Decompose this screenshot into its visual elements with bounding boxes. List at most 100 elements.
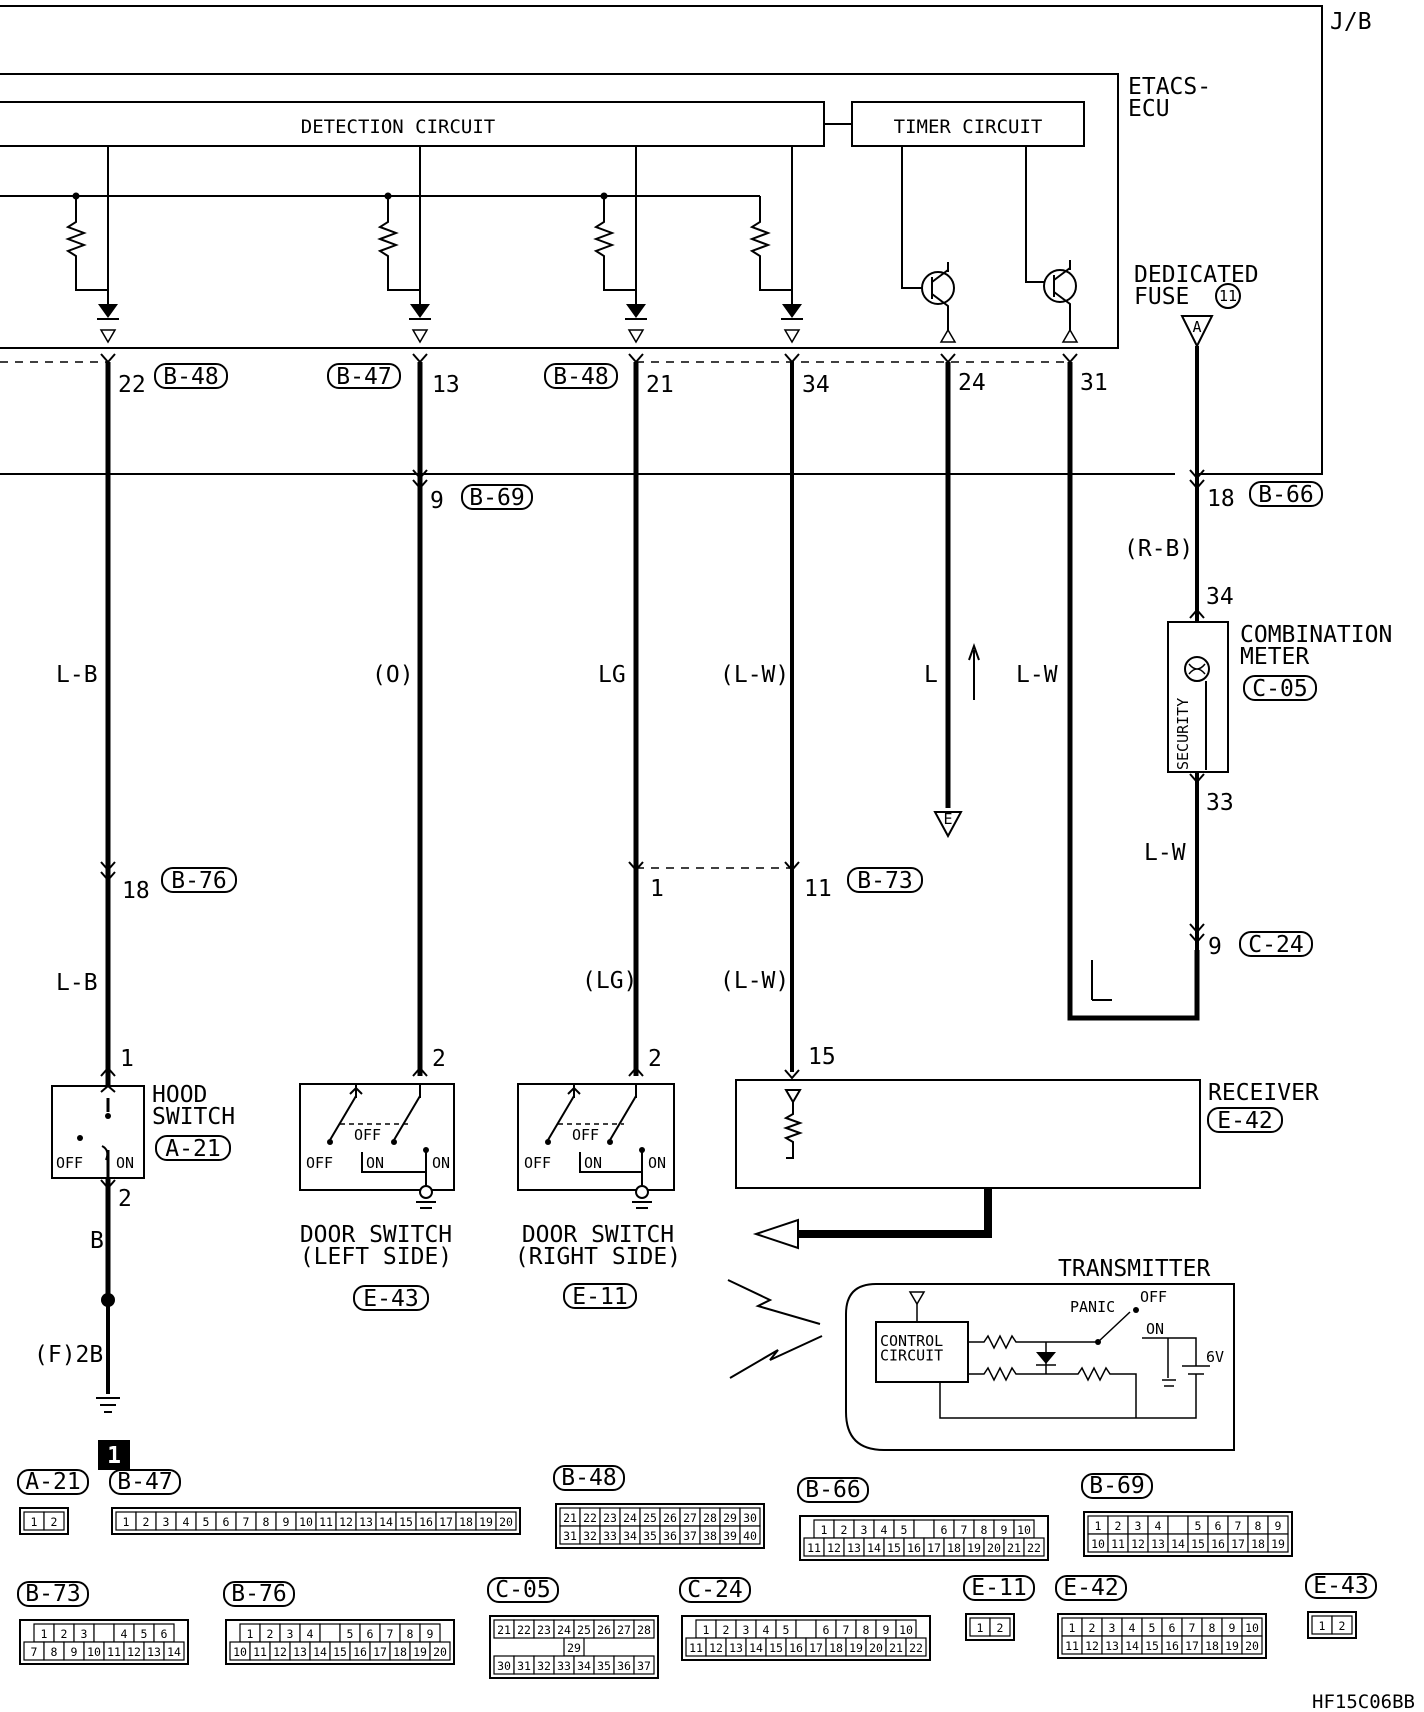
connector-pin: 16 xyxy=(789,1641,803,1655)
panic-label: PANIC xyxy=(1070,1298,1115,1316)
connector-pin: 2 xyxy=(143,1515,150,1529)
hood-switch: 1 OFF ON 2 xyxy=(51,1046,145,1212)
connector-pin: 15 xyxy=(1191,1537,1205,1551)
tag-a-21: A-21 xyxy=(155,1135,231,1162)
connector-pin: 17 xyxy=(809,1641,823,1655)
shield-dashes xyxy=(0,361,1070,869)
connector-pin: 8 xyxy=(1209,1621,1216,1635)
connector-pin: 12 xyxy=(127,1645,141,1659)
connector-pin: 3 xyxy=(287,1627,294,1641)
connector-pin: 32 xyxy=(537,1659,551,1673)
connector-pin: 17 xyxy=(373,1645,387,1659)
connector-pin: 12 xyxy=(1131,1537,1145,1551)
svg-text:B-66: B-66 xyxy=(1258,482,1313,508)
connector-pin: 10 xyxy=(1017,1523,1031,1537)
receiver-label: RECEIVER xyxy=(1208,1080,1319,1106)
connector-pin: 19 xyxy=(967,1541,981,1555)
connector-pin: 19 xyxy=(849,1641,863,1655)
connector-pin: 1 xyxy=(703,1623,710,1637)
connector-pin: 40 xyxy=(743,1529,757,1543)
connector-pin: 1 xyxy=(1095,1519,1102,1533)
connector-pin: 2 xyxy=(1115,1519,1122,1533)
connector-pin: 21 xyxy=(563,1511,577,1525)
tag-b-73: B-73 xyxy=(847,867,923,894)
connector-pin: 24 xyxy=(623,1511,637,1525)
svg-text:C-05: C-05 xyxy=(1252,676,1307,702)
connector-pin: 19 xyxy=(479,1515,493,1529)
connector-pin: 22 xyxy=(517,1623,531,1637)
detection-circuit-label: DETECTION CIRCUIT xyxy=(301,116,495,138)
connector-pin: 21 xyxy=(889,1641,903,1655)
wire-color-r-b: (R-B) xyxy=(1124,536,1193,562)
door-left-on-2: ON xyxy=(432,1154,450,1172)
connector-pin: 16 xyxy=(419,1515,433,1529)
connector-pin: 14 xyxy=(379,1515,393,1529)
connector-pin: 7 xyxy=(1189,1621,1196,1635)
wire-l-w-loop xyxy=(1067,362,1200,1021)
connector-pin: 18 xyxy=(459,1515,473,1529)
connector-pin: 7 xyxy=(843,1623,850,1637)
connector-pin: 19 xyxy=(1225,1639,1239,1653)
connector-pin: 14 xyxy=(1171,1537,1185,1551)
svg-text:B-48: B-48 xyxy=(553,364,608,390)
connector-pin: 10 xyxy=(899,1623,913,1637)
fuse-terminal: A xyxy=(1192,318,1201,336)
connector-pin: 2 xyxy=(267,1627,274,1641)
ground-point-label: (F)2B xyxy=(34,1342,103,1368)
battery-label: 6V xyxy=(1206,1348,1224,1366)
connector-pin: 4 xyxy=(307,1627,314,1641)
connector-pin: 12 xyxy=(709,1641,723,1655)
connector-pin: 20 xyxy=(433,1645,447,1659)
receiver: 15 xyxy=(735,1044,1201,1250)
etacs-ecu-label: ETACS-ECU xyxy=(1128,74,1211,122)
pin-13: 13 xyxy=(432,372,460,398)
radio-wave-icon xyxy=(727,1279,823,1379)
connector-pin: 11 xyxy=(253,1645,267,1659)
connector-pin: 12 xyxy=(827,1541,841,1555)
connector-pin: 6 xyxy=(1169,1621,1176,1635)
pin-24: 24 xyxy=(958,370,986,396)
connector-pin: 8 xyxy=(981,1523,988,1537)
connector-pin: 30 xyxy=(743,1511,757,1525)
connector-pin: 14 xyxy=(867,1541,881,1555)
pin-marks xyxy=(100,353,1205,1190)
connector-pin: 4 xyxy=(1155,1519,1162,1533)
connector-pin: 23 xyxy=(603,1511,617,1525)
connector-pin: 21 xyxy=(497,1623,511,1637)
connector-pin: 37 xyxy=(683,1529,697,1543)
connector-pin: 7 xyxy=(31,1645,38,1659)
connector-pin: 28 xyxy=(703,1511,717,1525)
wire-color-lg-lower: (LG) xyxy=(582,968,637,994)
hood-off-label: OFF xyxy=(56,1154,83,1172)
connector-pin: 18 xyxy=(947,1541,961,1555)
connector-pin: 38 xyxy=(703,1529,717,1543)
connector-id: A-21 xyxy=(25,1469,80,1495)
connector-pin: 20 xyxy=(1245,1639,1259,1653)
tag-c-24: C-24 xyxy=(1239,931,1313,958)
connector-pin: 34 xyxy=(577,1659,591,1673)
transmitter-label: TRANSMITTER xyxy=(1058,1256,1210,1282)
connector-pin: 11 xyxy=(1065,1639,1079,1653)
door-right-off: OFF xyxy=(524,1154,551,1172)
connector-pin: 22 xyxy=(909,1641,923,1655)
connector-pin: 6 xyxy=(367,1627,374,1641)
connector-pin: 5 xyxy=(141,1627,148,1641)
timer-circuit-block: TIMER CIRCUIT xyxy=(824,101,1085,147)
connector-id: B-48 xyxy=(561,1465,616,1491)
connector-pin: 34 xyxy=(623,1529,637,1543)
tag-e-43: E-43 xyxy=(353,1285,429,1312)
wire-color-l: L xyxy=(924,662,938,688)
tag-e-11: E-11 xyxy=(563,1283,637,1310)
connector-pin: 3 xyxy=(163,1515,170,1529)
connector-pin: 8 xyxy=(51,1645,58,1659)
svg-text:C-24: C-24 xyxy=(1248,932,1303,958)
connector-pin: 2 xyxy=(1339,1619,1346,1633)
connector-pin: 3 xyxy=(81,1627,88,1641)
connector-pin: 7 xyxy=(387,1627,394,1641)
connector-pin: 9 xyxy=(71,1645,78,1659)
connector-id: B-73 xyxy=(25,1581,80,1607)
